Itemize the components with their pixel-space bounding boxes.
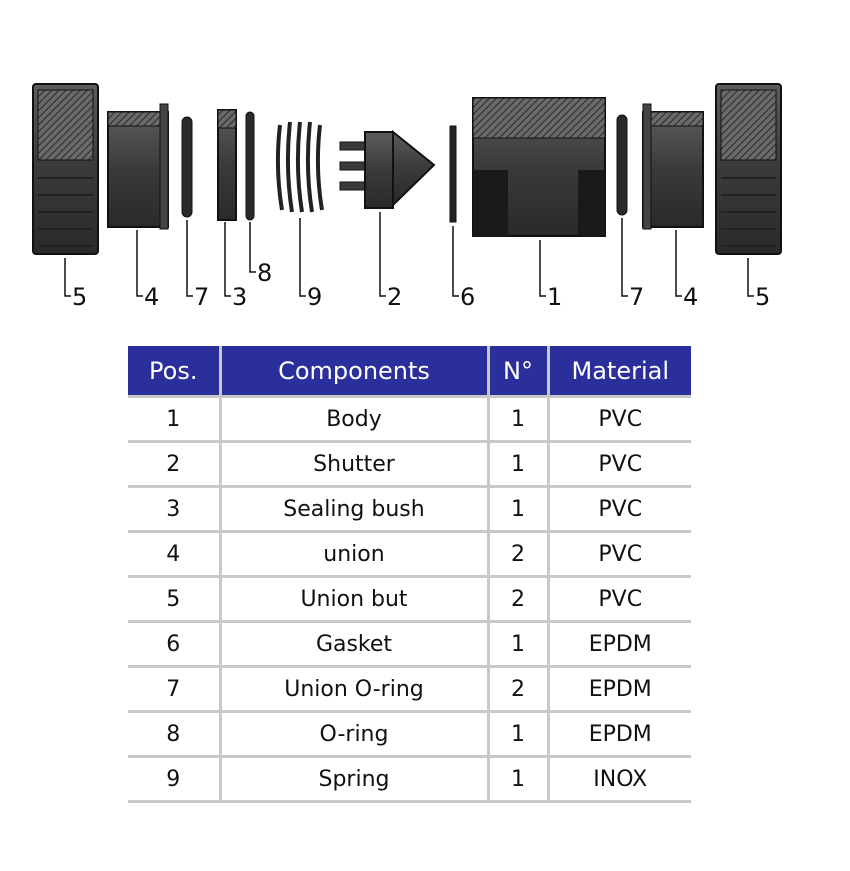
cell-quantity: 1 [486,711,548,758]
cell-quantity: 1 [486,441,548,488]
cell-material: PVC [546,396,691,443]
cell-component: Union O-ring [218,666,488,713]
exploded-parts-diagram: 5 4 7 3 8 9 2 6 1 7 4 5 [32,83,782,311]
shutter [339,129,436,209]
cell-quantity: 1 [486,486,548,533]
cell-pos: 2 [128,441,220,488]
cell-material: EPDM [546,666,691,713]
cell-quantity: 1 [486,396,548,443]
callout-4-left: 4 [144,283,159,311]
callout-3: 3 [232,283,247,311]
cell-quantity: 2 [486,666,548,713]
callout-7-left: 7 [194,283,209,311]
callout-2: 2 [387,283,402,311]
cell-component: Spring [218,756,488,803]
cell-pos: 1 [128,396,220,443]
union-right [642,103,704,230]
cell-material: PVC [546,531,691,578]
cell-material: PVC [546,576,691,623]
callout-9: 9 [307,283,322,311]
union-left [107,103,169,230]
cell-pos: 4 [128,531,220,578]
union-o-ring-right [616,114,628,216]
cell-component: O-ring [218,711,488,758]
cell-quantity: 1 [486,756,548,803]
leader-lines [64,212,754,297]
cell-component: Shutter [218,441,488,488]
callout-5-left: 5 [72,283,87,311]
spring [275,121,324,213]
cell-quantity: 2 [486,531,548,578]
header-pos: Pos. [128,346,220,397]
cell-pos: 3 [128,486,220,533]
gasket [449,125,457,223]
cell-pos: 6 [128,621,220,668]
cell-material: EPDM [546,621,691,668]
cell-component: Union but [218,576,488,623]
body [472,97,606,237]
o-ring [245,111,255,221]
callout-8: 8 [257,259,272,287]
cell-quantity: 2 [486,576,548,623]
callout-5-right: 5 [755,283,770,311]
callout-6: 6 [460,283,475,311]
union-o-ring-left [181,116,193,218]
callout-1: 1 [547,283,562,311]
union-nut-left [32,83,99,255]
cell-component: union [218,531,488,578]
cell-material: PVC [546,486,691,533]
cell-component: Sealing bush [218,486,488,533]
cell-material: PVC [546,441,691,488]
sealing-bush [217,109,237,221]
cell-component: Body [218,396,488,443]
cell-component: Gasket [218,621,488,668]
union-nut-right [715,83,782,255]
callout-7-right: 7 [629,283,644,311]
cell-material: INOX [546,756,691,803]
cell-quantity: 1 [486,621,548,668]
callout-4-right: 4 [683,283,698,311]
cell-pos: 7 [128,666,220,713]
cell-pos: 8 [128,711,220,758]
header-material: Material [546,346,691,397]
table-header-row: Pos. Components N° Material [128,346,691,397]
cell-pos: 9 [128,756,220,803]
cell-material: EPDM [546,711,691,758]
cell-pos: 5 [128,576,220,623]
header-components: Components [218,346,488,397]
header-quantity: N° [486,346,548,397]
